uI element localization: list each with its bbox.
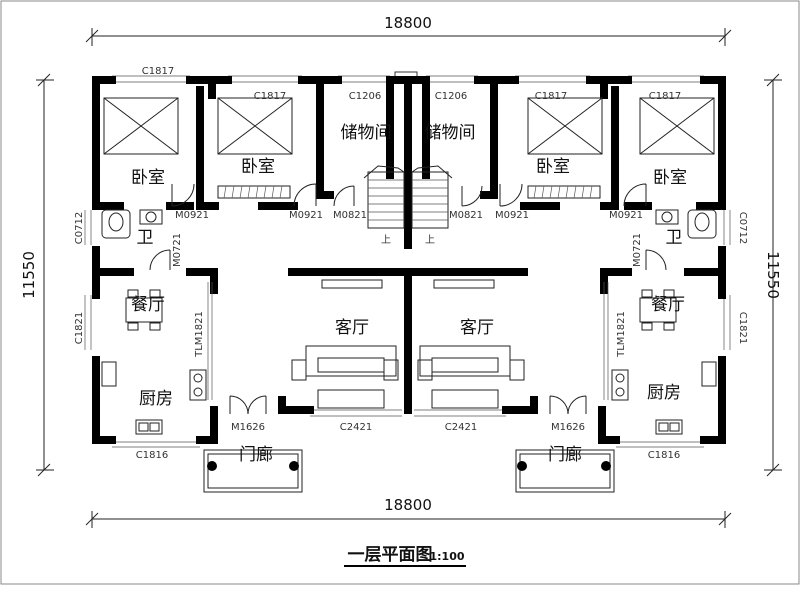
sliding-doors — [207, 282, 609, 400]
label-door-m0921-2: M0921 — [289, 210, 323, 221]
label-window-c1817-2: C1817 — [254, 91, 286, 102]
label-window-c1817-4: C1817 — [649, 91, 681, 102]
label-door-tlm1821-2: TLM1821 — [616, 311, 627, 358]
label-window-c1817-3: C1817 — [535, 91, 567, 102]
label-window-c1816-1: C1816 — [136, 450, 168, 461]
bathroom-fixtures — [101, 209, 717, 239]
storage-walls — [386, 80, 430, 179]
room-label-living-2: 客厅 — [460, 318, 494, 338]
label-window-c2421-1: C2421 — [340, 422, 372, 433]
room-label-bedroom-4: 卧室 — [653, 168, 687, 188]
room-label-dining-1: 餐厅 — [131, 295, 165, 315]
door-swings — [149, 183, 667, 415]
room-label-porch-1: 门廊 — [239, 445, 273, 465]
label-window-c1206-2: C1206 — [435, 91, 467, 102]
label-window-c0712-2: C0712 — [737, 212, 748, 244]
window-lines — [84, 71, 731, 448]
label-window-c1821-2: C1821 — [737, 312, 748, 344]
stair-icons — [363, 165, 453, 229]
room-label-bedroom-1: 卧室 — [131, 168, 165, 188]
kitchen-fixtures — [101, 361, 717, 435]
room-label-bathroom-1: 卫 — [137, 228, 154, 248]
room-label-bedroom-2: 卧室 — [241, 157, 275, 177]
stair-up-label-left: 上 — [381, 234, 391, 246]
room-label-storage-1: 储物间 — [341, 123, 392, 143]
room-label-kitchen-1: 厨房 — [139, 389, 173, 409]
dimension-right: 11550 — [764, 251, 782, 299]
label-window-c2421-2: C2421 — [445, 422, 477, 433]
dimension-bottom: 18800 — [384, 496, 432, 514]
label-door-m0921-4: M0921 — [609, 210, 643, 221]
label-door-tlm1821-1: TLM1821 — [194, 311, 205, 358]
room-label-porch-2: 门廊 — [548, 445, 582, 465]
label-window-c1817-1: C1817 — [142, 66, 174, 77]
label-window-c1816-2: C1816 — [648, 450, 680, 461]
dimension-top: 18800 — [384, 14, 432, 32]
dimension-lines — [36, 28, 782, 528]
room-label-bathroom-2: 卫 — [666, 228, 683, 248]
label-window-c1821-1: C1821 — [74, 312, 85, 344]
label-door-m0821-1: M0821 — [333, 210, 367, 221]
bed-icons — [103, 97, 715, 155]
sofa-icons — [291, 279, 525, 409]
label-door-m0721-2: M0721 — [632, 233, 643, 267]
stair-up-label-right: 上 — [425, 234, 435, 246]
room-label-storage-2: 储物间 — [425, 123, 476, 143]
dimension-left: 11550 — [20, 251, 38, 299]
label-door-m0921-1: M0921 — [175, 210, 209, 221]
wardrobe-icons — [217, 185, 601, 199]
room-label-bedroom-3: 卧室 — [536, 157, 570, 177]
label-door-m0921-3: M0921 — [495, 210, 529, 221]
room-label-living-1: 客厅 — [335, 318, 369, 338]
label-window-c0712-1: C0712 — [74, 212, 85, 244]
label-window-c1206-1: C1206 — [349, 91, 381, 102]
dining-tables — [125, 289, 677, 331]
label-door-m1626-2: M1626 — [551, 422, 585, 433]
porch-structures — [203, 449, 615, 493]
label-door-m0721-1: M0721 — [172, 233, 183, 267]
room-label-kitchen-2: 厨房 — [647, 383, 681, 403]
label-door-m0821-2: M0821 — [449, 210, 483, 221]
room-label-dining-2: 餐厅 — [651, 295, 685, 315]
plan-title: 一层平面图 — [348, 545, 433, 565]
walls — [92, 76, 726, 444]
plan-scale: 1:100 — [429, 550, 464, 563]
label-door-m1626-1: M1626 — [231, 422, 265, 433]
